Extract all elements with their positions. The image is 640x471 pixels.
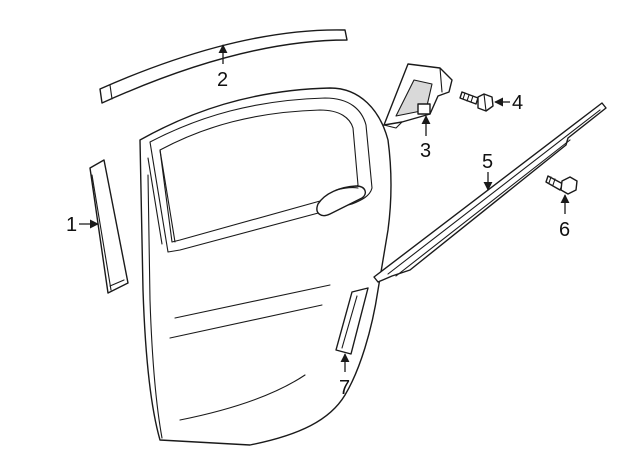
callout-3: 3	[420, 140, 431, 162]
screw-part-small	[545, 175, 578, 195]
callout-1: 1	[66, 214, 77, 236]
lower-applique-part	[335, 287, 369, 355]
roof-moulding-part	[99, 29, 348, 104]
callout-5: 5	[482, 151, 493, 173]
callout-2: 2	[217, 69, 228, 91]
screw-part	[459, 91, 494, 112]
sail-bracket-part	[383, 63, 453, 129]
callout-4: 4	[512, 92, 523, 114]
callout-6: 6	[559, 219, 570, 241]
pillar-applique-part	[89, 159, 129, 294]
belt-moulding-part	[373, 102, 607, 283]
rear-door-shell	[139, 87, 392, 446]
callout-7: 7	[339, 377, 350, 399]
